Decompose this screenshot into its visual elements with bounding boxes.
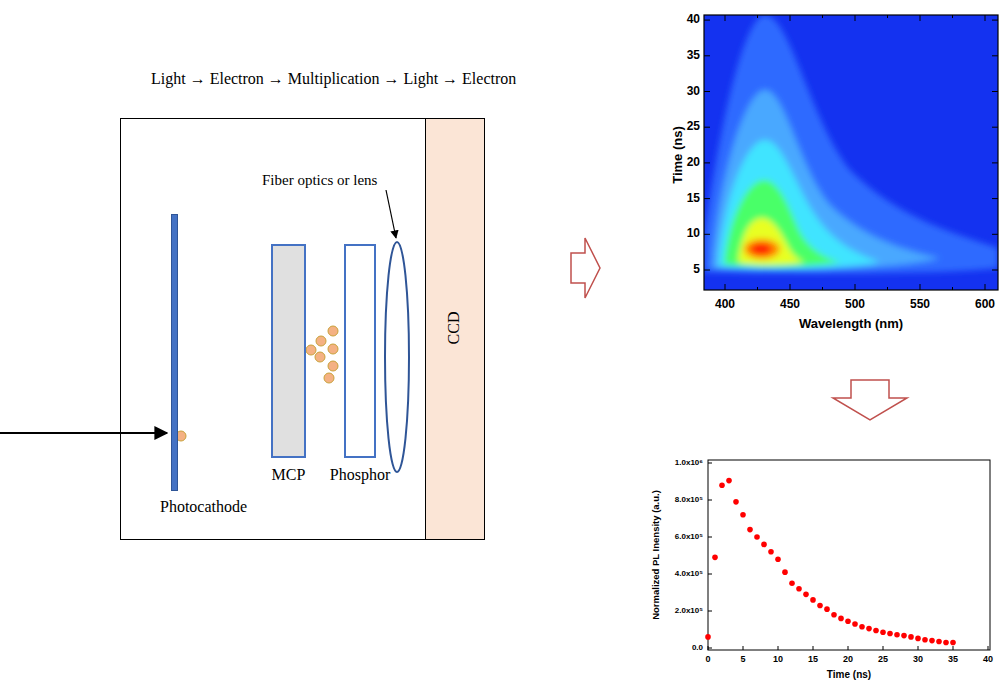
tick-label: 30 [687,85,700,98]
input-light-arrow [0,432,167,434]
part-label: Phosphor [330,466,390,484]
data-points [705,478,956,645]
tick-label: 5 [693,263,700,276]
process-heading: Light → Electron → Multiplication → Ligh… [151,70,516,88]
tick-label: 10 [773,655,783,665]
tick-label: 500 [845,298,865,311]
axis-title: Wavelength (nm) [799,317,903,331]
part-label: MCP [272,466,306,484]
part-label: CCD [445,312,463,345]
tick-label: 20 [687,156,700,169]
flow-arrow [833,380,907,420]
axis-title: Time (ns) [827,669,871,680]
tick-label: 20 [843,655,853,665]
plot-frame [704,15,998,290]
tick-label: 25 [878,655,888,665]
tick-label: 40 [983,655,993,665]
axis-title: Normalized PL Inensity (a.u.) [651,490,661,620]
tick-label: 550 [910,298,930,311]
lens-ellipse [385,242,409,472]
ccd-sensor: CCD [425,118,485,540]
tick-label: 35 [948,655,958,665]
leader-line [386,190,396,238]
tick-label: 5 [740,655,745,665]
streak-contour [704,15,998,290]
tick-label: 0.0 [692,644,703,653]
callout-label: Fiber optics or lens [262,172,377,189]
tick-label: 15 [808,655,818,665]
part-label: Photocathode [160,498,247,516]
phosphor-screen: Phosphor [344,244,376,458]
electron-dots [176,326,338,441]
tick-label: 35 [687,49,700,62]
mcp-plate: MCP [271,244,306,458]
tick-label: 0 [705,655,710,665]
axis-title: Time (ns) [671,126,685,184]
tick-label: 2.0x10⁵ [675,607,703,616]
tick-label: 30 [913,655,923,665]
tick-label: 10 [687,228,700,241]
tick-label: 15 [687,192,700,205]
tick-label: 4.0x10⁵ [675,570,703,579]
tick-label: 450 [780,298,800,311]
axis-ticks [708,463,988,650]
tick-label: 8.0x10⁵ [675,496,703,505]
tick-label: 400 [715,298,735,311]
photocathode-plate: Photocathode [171,214,178,491]
tick-label: 600 [975,298,995,311]
axis-ticks [704,15,998,290]
tick-label: 1.0x10⁶ [675,459,703,468]
tick-label: 6.0x10⁵ [675,533,703,542]
tick-label: 40 [687,14,700,27]
plot-frame [708,460,990,650]
flow-arrow [571,238,600,298]
tick-label: 25 [687,121,700,134]
